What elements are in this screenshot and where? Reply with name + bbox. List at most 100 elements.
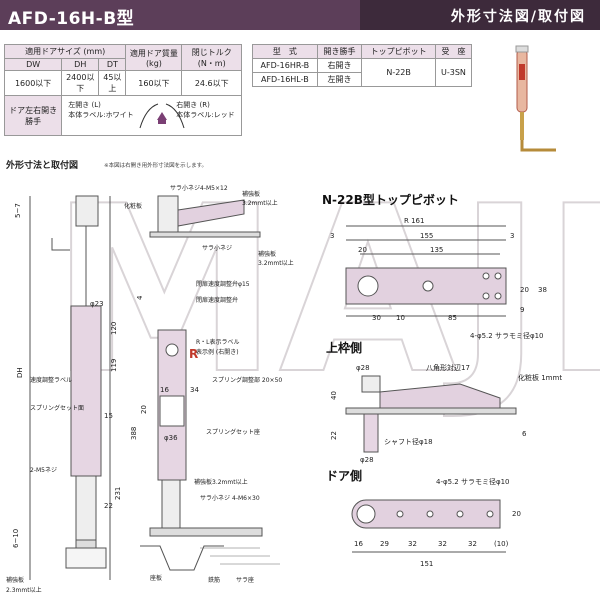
dim-15: 15 (104, 412, 113, 420)
n22b-30: 30 (372, 314, 381, 322)
page-header: AFD-16H-B型 外形寸法図/取付図 (0, 0, 600, 30)
upper-phi28: φ28 (356, 364, 370, 372)
upper-shaft: シャフト径φ18 (384, 437, 433, 446)
page-subtitle: 外形寸法図/取付図 (450, 9, 586, 25)
label-close-speed: 閉扉速度調整弁φ15 (196, 280, 250, 288)
n22b-plate (345, 225, 507, 317)
n22b-10: 10 (396, 314, 405, 322)
floor-hatch (200, 547, 280, 565)
closer-front-view (29, 195, 111, 580)
label-screw-c: サラ小ネジ (200, 494, 230, 502)
dim-6-10: 6~10 (12, 529, 20, 548)
n22b-85: 85 (448, 314, 457, 322)
door-10: (10) (494, 540, 509, 548)
door-32a: 32 (408, 540, 417, 548)
n22b-3a: 3 (330, 232, 334, 240)
header-right-block: 外形寸法図/取付図 (360, 0, 600, 30)
dim-22: 22 (104, 502, 113, 510)
model-table: 型 式 開き勝手 トップピボット 受 座 AFD-16HR-B 右開き N-22… (252, 44, 473, 87)
label-spring-seat: スプリングセット座 (206, 428, 260, 436)
th-door-size: 適用ドアサイズ (mm) (3, 44, 127, 59)
label-thick-b: 2.3mmt以上 (6, 586, 42, 594)
label-speed: 速度調整ラベル (30, 376, 72, 384)
label-close-speed2: 閉扉速度調整弁 (196, 296, 238, 304)
n22b-9: 9 (520, 306, 524, 314)
spec-table: 適用ドアサイズ (mm) 適用ドア質量(kg) 閉じトルク(N・m) DW DH… (3, 44, 242, 136)
dim-119: 119 (110, 359, 118, 372)
upper-title: 上枠側 (326, 340, 362, 355)
label-screw-b: 2-M5ネジ (30, 467, 57, 474)
dim-phi36: φ36 (164, 434, 178, 442)
watermark: MAJI (50, 158, 600, 425)
cell-dt: 45以上 (98, 70, 127, 96)
th-seat: 受 座 (434, 44, 473, 59)
th-top-pivot: トップピボット (361, 44, 436, 59)
dim-120: 120 (110, 322, 118, 335)
n22b-3b: 3 (510, 232, 514, 240)
cell-mass: 160以下 (125, 70, 183, 96)
upper-decor: 化粧板 1mmt (518, 373, 562, 382)
label-screw-c-spec: 4-M6×30 (232, 495, 260, 502)
n22b-38: 38 (538, 286, 547, 294)
cell-dw: 1600以下 (3, 70, 63, 96)
label-thick2: 3.2mmt以上 (258, 259, 294, 267)
upper-frame-part (345, 375, 517, 453)
dim-34: 34 (190, 386, 199, 394)
label-rl: R・L表示ラベル (196, 338, 240, 346)
dim-388: 388 (130, 427, 138, 440)
rl-display-r: R (189, 347, 198, 361)
dim-5-7: 5~7 (14, 203, 22, 218)
label-rl-display: 表示例 (右開き) (196, 348, 239, 356)
section-dims-title: 外形寸法と取付図 (6, 161, 79, 171)
n22b-155: 155 (420, 232, 433, 240)
label-floor: 鉄筋 (208, 576, 220, 584)
dim-231: 231 (114, 487, 122, 500)
right-hand-text: 右開き (R) 本体ラベル:レッド (176, 101, 235, 119)
hand-diagram-cell: 左開き (L) 本体ラベル:ホワイト 右開き (R) 本体ラベル:レッド (61, 95, 242, 136)
dim-dh: DH (16, 367, 24, 378)
n22b-20a: 20 (358, 246, 367, 254)
dim-16: 16 (160, 386, 169, 394)
upper-22: 22 (330, 431, 338, 440)
label-decor-plate: 化粧板 (124, 202, 142, 210)
door-16: 16 (354, 540, 363, 548)
model-title: AFD-16H-B型 (8, 9, 135, 29)
th-dw: DW (3, 58, 63, 71)
product-photo (515, 45, 556, 152)
th-hand: ドア左右開き勝手 (3, 95, 63, 136)
n22b-r161: R 161 (404, 217, 424, 225)
door-29: 29 (380, 540, 389, 548)
door-20: 20 (512, 510, 521, 518)
label-reinforce-b: 補強板 (6, 576, 24, 584)
closer-side-view (140, 195, 263, 571)
door-32b: 32 (438, 540, 447, 548)
section-note: ※本図は右開き用外形寸法図を示します。 (104, 163, 208, 169)
label-sara-screw: サラ小ネジ (170, 184, 200, 192)
dim-20: 20 (140, 405, 148, 414)
label-spring-adj: スプリング調整部 20×50 (212, 376, 282, 384)
label-thick-top: 3.2mmt以上 (242, 199, 278, 207)
cell-pivot: N-22B (361, 58, 436, 87)
label-seat: 座板 (150, 574, 162, 582)
label-reinforce2: 補強板 (258, 250, 276, 258)
label-reinforce-top: 補強板 (242, 190, 260, 198)
door-151: 151 (420, 560, 433, 568)
door-swing-icon (139, 103, 185, 129)
n22b-title: N-22B型トップピボット (322, 192, 459, 207)
dim-4: 4 (136, 295, 144, 300)
door-hole: 4-φ5.2 サラモミ径φ10 (436, 477, 509, 486)
label-spring-set: スプリングセット面 (30, 404, 84, 412)
label-sara-seat: サラ座 (236, 576, 254, 584)
cell-hand-l: 左開き (316, 72, 363, 87)
door-32c: 32 (468, 540, 477, 548)
label-reinforce-c: 補強板3.2mmt以上 (194, 478, 248, 486)
upper-6: 6 (522, 430, 527, 438)
upper-40: 40 (330, 391, 338, 400)
n22b-20b: 20 (520, 286, 529, 294)
cell-model-l: AFD-16HL-B (252, 72, 318, 87)
left-hand-text: 左開き (L) 本体ラベル:ホワイト (68, 101, 134, 119)
dim-phi23: φ23 (90, 300, 104, 308)
th-open-hand: 開き勝手 (316, 44, 363, 59)
n22b-135: 135 (430, 246, 443, 254)
